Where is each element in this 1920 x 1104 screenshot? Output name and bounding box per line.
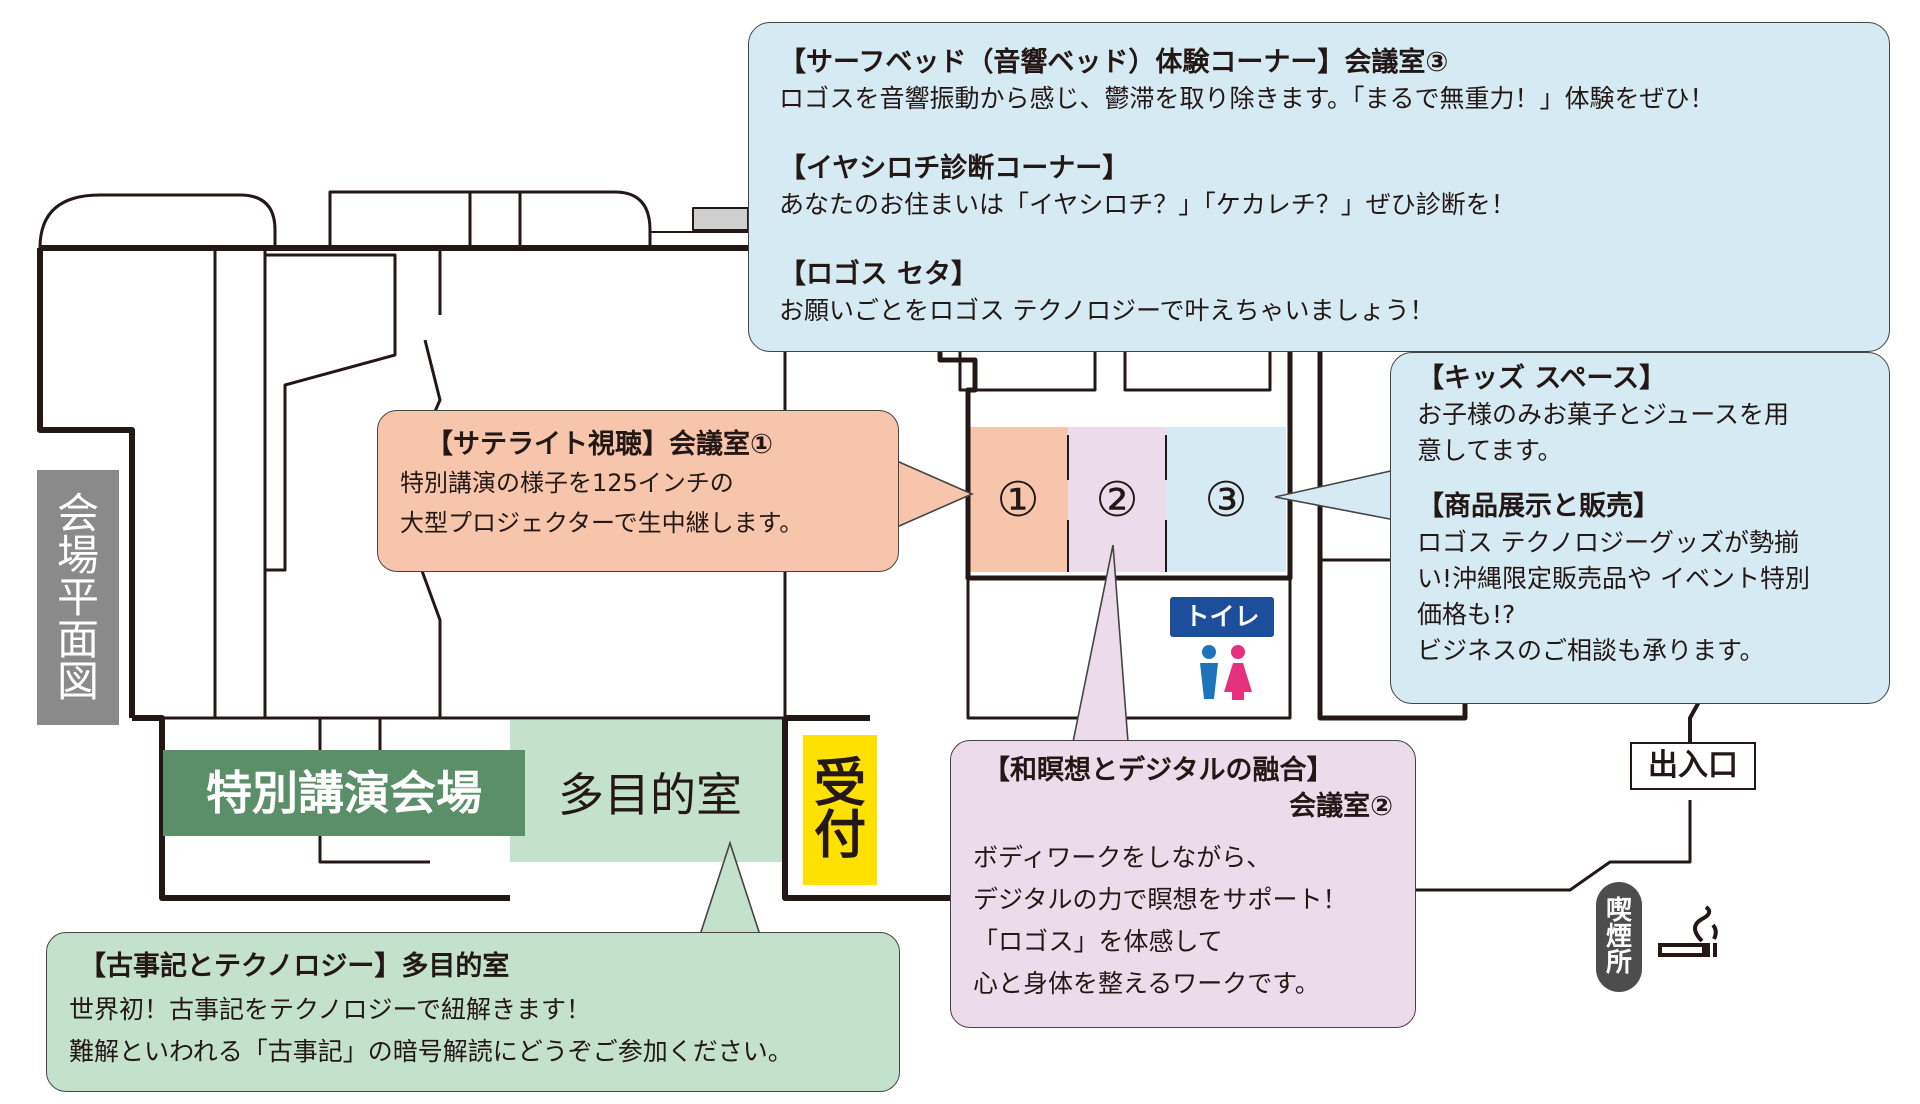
iyashirochi-text: あなたのお住まいは「イヤシロチ？」「ケカレチ？」ぜひ診断を！ (779, 190, 1516, 219)
info-bubble-top: 【サーフベッド（音響ベッド）体験コーナー】会議室③ ロゴスを音響振動から感じ、鬱… (748, 22, 1890, 352)
cigarette-icon (1658, 905, 1718, 957)
goods-text: 価格も!? (1417, 600, 1516, 629)
entrance-label[interactable]: 出入口 (1630, 742, 1756, 790)
satellite-title: 【サテライト視聴】会議室① (426, 429, 773, 460)
logos-seta-title: 【ロゴス セタ】 (779, 259, 978, 290)
meditation-bubble-tail (1072, 544, 1129, 743)
kojiki-text: 難解といわれる「古事記」の暗号解読にどうぞご参加ください。 (69, 1037, 793, 1066)
meditation-text: 心と身体を整えるワークです。 (973, 969, 1320, 998)
smoking-char: 煙 (1605, 922, 1632, 952)
reception-char: 付 (813, 805, 866, 866)
surf-bed-text: ロゴスを音響振動から感じ、鬱滞を取り除きます。「まるで無重力！」体験をぜひ！ (779, 84, 1715, 113)
room-1-number: ① (996, 472, 1040, 528)
smoking-char: 喫 (1605, 896, 1632, 926)
room-2-number: ② (1095, 472, 1139, 528)
smoking-label[interactable]: 喫 煙 所 (1596, 882, 1642, 992)
kids-space-text: 意してます。 (1417, 436, 1563, 465)
surf-bed-title: 【サーフベッド（音響ベッド）体験コーナー】会議室③ (779, 47, 1449, 78)
reception-char: 受 (813, 753, 866, 814)
side-title: 会 場 平 面 図 (37, 470, 119, 725)
woman-figure-icon (1224, 645, 1252, 700)
side-title-char: 平 (56, 572, 99, 622)
toilet-icons (1200, 645, 1252, 700)
kids-space-title: 【キッズ スペース】 (1417, 363, 1667, 394)
side-title-char: 場 (56, 530, 99, 580)
multipurpose-label[interactable]: 多目的室 (558, 768, 742, 822)
meditation-text: 「ロゴス」を体感して (973, 927, 1223, 956)
kojiki-text: 世界初！古事記をテクノロジーで紐解きます！ (69, 995, 592, 1024)
meditation-room: 会議室② (1289, 791, 1393, 822)
toilet-sign[interactable]: トイレ (1170, 597, 1274, 637)
info-bubble-satellite: 【サテライト視聴】会議室① 特別講演の様子を125インチの 大型プロジェクターで… (377, 410, 899, 572)
conference-room-3[interactable] (1166, 427, 1286, 572)
side-title-char: 図 (56, 656, 99, 706)
side-title-char: 会 (56, 488, 99, 538)
satellite-bubble-tail (889, 457, 974, 531)
side-title-char: 面 (56, 614, 99, 664)
satellite-text: 特別講演の様子を125インチの (400, 469, 734, 497)
conference-room-2[interactable] (1068, 427, 1166, 572)
logos-seta-text: お願いごとをロゴス テクノロジーで叶えちゃいましょう！ (779, 296, 1435, 325)
goods-text: ロゴス テクノロジーグッズが勢揃 (1417, 528, 1799, 557)
smoking-char: 所 (1605, 948, 1632, 978)
meditation-title: 【和瞑想とデジタルの融合】 (983, 755, 1334, 786)
reception-label[interactable]: 受 付 (803, 735, 877, 885)
satellite-text: 大型プロジェクターで生中継します。 (400, 509, 804, 537)
conference-room-1[interactable] (968, 427, 1068, 572)
iyashirochi-title: 【イヤシロチ診断コーナー】 (779, 153, 1130, 184)
kojiki-title: 【古事記とテクノロジー】多目的室 (79, 951, 510, 982)
goods-text: ビジネスのご相談も承ります。 (1417, 636, 1765, 665)
main-hall-label[interactable]: 特別講演会場 (163, 750, 525, 836)
info-bubble-meditation: 【和瞑想とデジタルの融合】 会議室② ボディワークをしながら、 デジタルの力で瞑… (950, 740, 1416, 1028)
meditation-text: ボディワークをしながら、 (973, 843, 1272, 872)
room3-bubble-tail (1274, 469, 1396, 521)
goods-title: 【商品展示と販売】 (1417, 491, 1660, 522)
meditation-text: デジタルの力で瞑想をサポート！ (973, 885, 1348, 914)
kids-space-text: お子様のみお菓子とジュースを用 (1417, 400, 1790, 429)
kojiki-bubble-tail (699, 840, 761, 936)
man-figure-icon (1200, 645, 1218, 699)
info-bubble-kojiki: 【古事記とテクノロジー】多目的室 世界初！古事記をテクノロジーで紐解きます！ 難… (46, 932, 900, 1092)
multipurpose-room-fill[interactable] (510, 720, 785, 862)
info-bubble-kids: 【キッズ スペース】 お子様のみお菓子とジュースを用 意してます。 【商品展示と… (1390, 352, 1890, 704)
room-3-number: ③ (1204, 472, 1248, 528)
goods-text: い!沖縄限定販売品や イベント特別 (1417, 564, 1810, 593)
